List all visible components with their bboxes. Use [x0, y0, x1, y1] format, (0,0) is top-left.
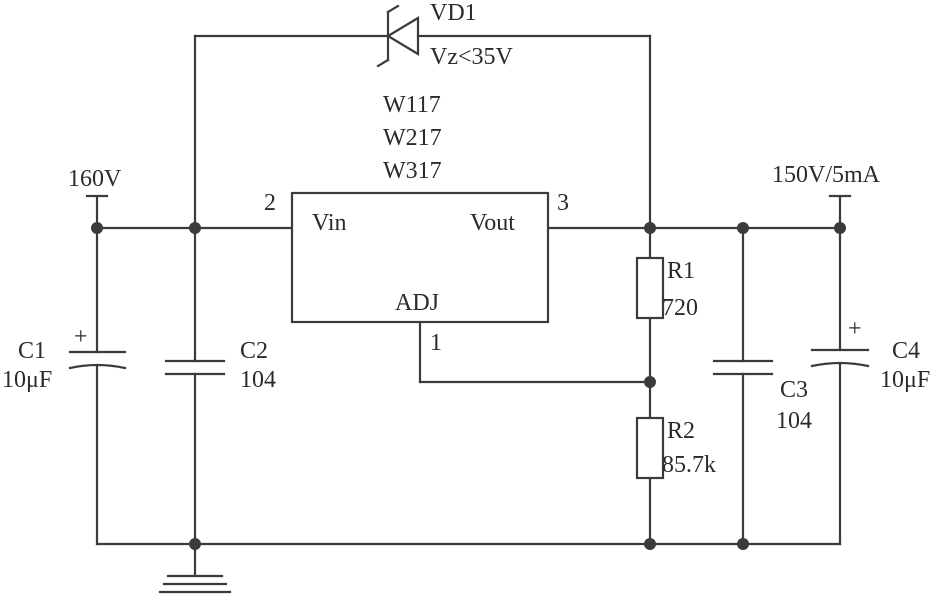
pin-vout-label: Vout [470, 210, 515, 236]
diode-name: VD1 [430, 0, 477, 26]
c1-value: 10μF [2, 367, 52, 393]
capacitor-c4-icon [810, 348, 870, 368]
c1-name: C1 [18, 338, 46, 364]
junctions [91, 222, 846, 550]
c3-value: 104 [776, 408, 812, 434]
zener-diode-icon [376, 4, 420, 68]
junction-dot [737, 538, 749, 550]
pin-adj-label: ADJ [395, 290, 439, 316]
c2-value: 104 [240, 367, 276, 393]
resistor-r1 [635, 256, 665, 320]
regulator-ic [290, 191, 550, 324]
pin-vin-label: Vin [312, 210, 347, 236]
r2-value: 85.7k [662, 452, 716, 478]
regulator-model-2: W217 [383, 125, 442, 151]
resistor-r2 [635, 416, 665, 480]
wires [85, 34, 852, 577]
c4-value: 10μF [880, 367, 930, 393]
junction-dot [644, 538, 656, 550]
junction-dot [189, 222, 201, 234]
junction-dot [834, 222, 846, 234]
capacitor-c3-icon [712, 359, 774, 376]
junction-dot [644, 376, 656, 388]
regulator-model-1: W117 [383, 92, 441, 118]
c1-polarity: + [74, 324, 88, 350]
ground-icon [158, 574, 232, 594]
r2-name: R2 [667, 418, 695, 444]
junction-dot [91, 222, 103, 234]
input-voltage-label: 160V [68, 166, 122, 192]
c4-polarity: + [848, 316, 862, 342]
r1-name: R1 [667, 258, 695, 284]
junction-dot [737, 222, 749, 234]
junction-dot [644, 222, 656, 234]
capacitor-c2-icon [164, 359, 226, 376]
junction-dot [189, 538, 201, 550]
pin-adj-number: 1 [430, 330, 442, 356]
pin-in-number: 2 [264, 190, 276, 216]
capacitor-c1-icon [68, 350, 127, 370]
c4-name: C4 [892, 338, 920, 364]
diode-spec: Vz<35V [430, 44, 514, 70]
regulator-model-3: W317 [383, 158, 442, 184]
c2-name: C2 [240, 338, 268, 364]
r1-value: 720 [662, 295, 698, 321]
pin-out-number: 3 [557, 190, 569, 216]
output-voltage-label: 150V/5mA [772, 162, 881, 188]
c3-name: C3 [780, 377, 808, 403]
